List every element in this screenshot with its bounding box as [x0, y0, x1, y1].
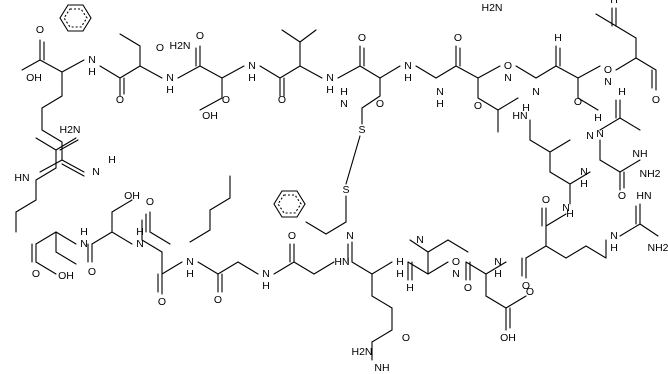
- atom-label: N: [452, 268, 460, 280]
- atom-label: H: [80, 226, 88, 238]
- atom-label: N: [610, 230, 618, 242]
- atom-label: N: [416, 234, 424, 246]
- atom-label: NH2: [639, 168, 660, 180]
- atom-label: N: [92, 166, 100, 178]
- atom-label: NH: [374, 362, 389, 374]
- atom-label: O: [88, 266, 96, 278]
- atom-label: N: [346, 230, 354, 242]
- atom-label: N: [586, 130, 594, 142]
- atom-label: H: [580, 178, 588, 190]
- atom-label: O: [158, 296, 166, 308]
- atom-label: O: [474, 100, 482, 112]
- atom-label: OH: [202, 110, 218, 122]
- atom-label: O: [604, 64, 612, 76]
- atom-label: H: [396, 256, 404, 268]
- atom-label: H: [522, 102, 530, 114]
- atom-label: N: [596, 128, 604, 140]
- atom-label: S: [342, 184, 349, 196]
- atom-label: H: [494, 268, 502, 280]
- atom-label: H: [594, 112, 602, 124]
- atom-label: H: [554, 32, 562, 44]
- atom-label: O: [574, 96, 582, 108]
- atom-label: O: [36, 24, 44, 36]
- atom-labels: OH O N H O H2N O N H O N H O N H O N H O…: [14, 0, 668, 374]
- atom-label: S: [358, 124, 365, 136]
- atom-label: N: [186, 256, 194, 268]
- atom-label: H: [404, 72, 412, 84]
- atom-label: N: [248, 60, 256, 72]
- atom-label: O: [196, 30, 204, 42]
- atom-label: HN: [636, 190, 651, 202]
- atom-label: N: [504, 72, 512, 84]
- atom-label: N: [562, 202, 570, 214]
- atom-label: O: [652, 94, 660, 106]
- atom-label: N: [326, 72, 334, 84]
- atom-label: O: [376, 98, 384, 110]
- atom-label: H: [166, 84, 174, 96]
- atom-label: N: [166, 72, 174, 84]
- phenyl-ring-bottom: [273, 190, 306, 218]
- atom-label: H: [610, 0, 618, 6]
- atom-label: N: [80, 238, 88, 250]
- atom-label: O: [222, 94, 230, 106]
- atom-label: O: [288, 230, 296, 242]
- atom-label: O: [32, 268, 40, 280]
- atom-label: H: [340, 86, 348, 98]
- phenyl-ring-top: [59, 4, 92, 32]
- atom-label: H: [186, 268, 194, 280]
- atom-label: H: [326, 84, 334, 96]
- atom-label: N: [88, 54, 96, 66]
- atom-label: O: [464, 282, 472, 294]
- atom-label: OH: [58, 270, 74, 282]
- atom-label: H2N: [169, 40, 190, 52]
- atom-label: N: [436, 86, 444, 98]
- atom-label: O: [542, 194, 550, 206]
- atom-label: O: [452, 256, 460, 268]
- atom-label: H: [436, 98, 444, 110]
- atom-label: H: [262, 280, 270, 292]
- atom-label: O: [358, 32, 366, 44]
- atom-label: OH: [124, 190, 140, 202]
- atom-label: OH: [500, 332, 516, 344]
- atom-label: H: [610, 242, 618, 254]
- atom-label: H2N: [351, 346, 372, 358]
- atom-label: O: [156, 42, 164, 54]
- atom-label: O: [504, 60, 512, 72]
- atom-label: O: [116, 94, 124, 106]
- atom-label: H: [566, 208, 574, 220]
- atom-label: H2N: [481, 2, 502, 14]
- atom-label: NH: [632, 148, 647, 160]
- atom-label: HN: [512, 110, 527, 122]
- atom-label: N: [136, 238, 144, 250]
- atom-label: HN: [14, 172, 29, 184]
- atom-label: N: [404, 60, 412, 72]
- atom-label: H: [406, 282, 414, 294]
- atom-label: H: [396, 268, 404, 280]
- atom-label: N: [532, 86, 540, 98]
- atom-label: N: [262, 268, 270, 280]
- atom-label: O: [526, 286, 534, 298]
- atom-label: O: [454, 32, 462, 44]
- atom-label: NH2: [647, 242, 668, 254]
- atom-label: N: [494, 256, 502, 268]
- atom-label: O: [278, 94, 286, 106]
- atom-label: HN: [334, 256, 349, 268]
- atom-label: OH: [26, 72, 42, 84]
- atom-label: O: [522, 280, 530, 292]
- atom-label: H: [136, 226, 144, 238]
- atom-label: O: [146, 196, 154, 208]
- atom-label: N: [580, 166, 588, 178]
- atom-label: H: [618, 86, 626, 98]
- atom-label: H2N: [59, 124, 80, 136]
- atom-label: O: [402, 332, 410, 344]
- atom-label: H: [108, 154, 116, 166]
- atom-label: H: [248, 72, 256, 84]
- atom-label: O: [214, 294, 222, 306]
- atom-label: N: [604, 76, 612, 88]
- atom-label: O: [618, 190, 626, 202]
- atom-label: N: [340, 98, 348, 110]
- bond-lines: [15, 7, 659, 361]
- atom-label: H: [88, 66, 96, 78]
